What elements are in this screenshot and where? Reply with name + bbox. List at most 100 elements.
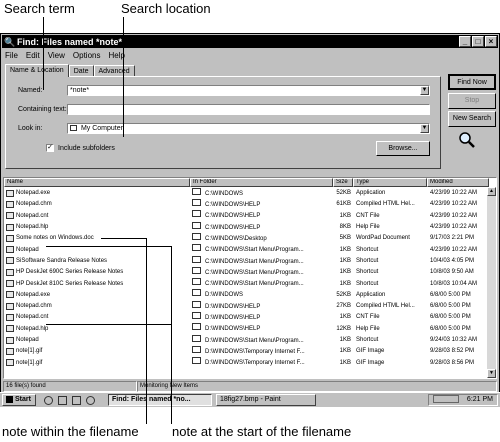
result-name: Notepad.chm (4, 199, 190, 209)
menu-edit[interactable]: Edit (25, 50, 40, 60)
folder-icon (192, 289, 201, 297)
minimize-button[interactable]: _ (459, 36, 471, 47)
result-size-text: 1KB (339, 337, 351, 344)
result-type-text: Compiled HTML Hel... (356, 303, 415, 310)
maximize-button[interactable]: □ (472, 36, 484, 47)
tray-icons[interactable] (432, 395, 459, 404)
title-bar[interactable]: 🔍 Find: Files named *note* _ □ × (2, 35, 498, 48)
result-type-text: Shortcut (356, 257, 379, 264)
column-header-modified[interactable]: Modified (427, 178, 489, 187)
folder-icon (192, 300, 201, 308)
result-type: Help File (353, 324, 427, 334)
result-modified: 9/28/03 8:52 PM (427, 346, 489, 356)
chevron-down-icon[interactable]: ▼ (420, 86, 429, 95)
computer-icon (70, 125, 77, 132)
channels-icon[interactable] (86, 396, 95, 405)
tab-date[interactable]: Date (68, 65, 94, 77)
file-icon (6, 291, 14, 299)
result-folder-text: C:\WINDOWS\HELP (205, 202, 261, 208)
result-folder-text: C:\WINDOWS\Start Menu\Program... (205, 281, 304, 288)
result-modified-text: 9/28/03 8:56 PM (430, 359, 475, 366)
tab-name-location[interactable]: Name & Location (5, 64, 69, 77)
result-modified: 9/17/03 2:21 PM (427, 233, 489, 243)
system-tray: 6:21 PM (428, 394, 498, 406)
named-field[interactable]: *note* ▼ (67, 85, 430, 96)
tab-advanced[interactable]: Advanced (93, 65, 135, 77)
result-name: Notepad.chm (4, 301, 190, 311)
result-folder-text: D:\WINDOWS\Start Menu\Program... (205, 337, 304, 344)
task-find[interactable]: Find: Files named *no... (108, 394, 212, 406)
task-paint[interactable]: 18fig27.bmp - Paint (216, 394, 316, 406)
menu-file[interactable]: File (5, 50, 18, 60)
result-modified: 6/8/00 5:00 PM (427, 324, 489, 334)
menu-options[interactable]: Options (72, 50, 101, 60)
desktop-icon[interactable] (72, 396, 81, 405)
result-name: Notepad.cnt (4, 312, 190, 322)
result-modified: 9/28/03 8:56 PM (427, 358, 489, 368)
result-name-text: HP DeskJet 690C Series Release Notes (16, 269, 124, 276)
column-header-folder[interactable]: In Folder (190, 178, 333, 187)
scroll-down-icon[interactable]: ▼ (487, 369, 496, 378)
new-search-button[interactable]: New Search (448, 111, 496, 127)
result-type-text: GIF Image (356, 348, 385, 355)
containing-text-label: Containing text: (18, 106, 67, 113)
result-size: 27KB (333, 301, 353, 311)
find-now-button[interactable]: Find Now (448, 74, 496, 90)
named-label: Named: (18, 87, 43, 94)
file-icon (6, 234, 14, 242)
table-row[interactable]: HP DeskJet 810C Series Release Notes C:\W… (4, 278, 496, 288)
ie-icon[interactable] (44, 396, 53, 405)
result-modified: 6/8/00 5:00 PM (427, 312, 489, 322)
column-header-size[interactable]: Size (333, 178, 353, 187)
result-folder-text: C:\WINDOWS\Desktop (205, 235, 267, 242)
outlook-icon[interactable] (58, 396, 67, 405)
result-type: GIF Image (353, 346, 427, 356)
folder-icon (192, 255, 201, 263)
start-button[interactable]: Start (2, 394, 36, 406)
vertical-scrollbar[interactable]: ▲ ▼ (487, 187, 496, 378)
file-icon (6, 200, 14, 208)
result-size-text: 1KB (339, 212, 351, 219)
include-subfolders-checkbox[interactable]: ✓ (46, 144, 54, 152)
results-list[interactable]: Name In Folder Size Type Modified Notepa… (3, 177, 497, 379)
name-location-panel: Named: *note* ▼ Containing text: Look in… (5, 76, 441, 169)
containing-text-field[interactable] (67, 104, 430, 115)
look-in-label: Look in: (18, 125, 43, 132)
status-count: 16 file(s) found (3, 381, 137, 392)
menu-view[interactable]: View (47, 50, 65, 60)
result-type-text: CNT File (356, 212, 380, 219)
chevron-down-icon[interactable]: ▼ (420, 124, 429, 133)
menu-help[interactable]: Help (108, 50, 125, 60)
result-name: HP DeskJet 810C Series Release Notes (4, 279, 190, 289)
look-in-field[interactable]: My Computer ▼ (67, 123, 430, 134)
close-button[interactable]: × (485, 36, 497, 47)
file-icon (6, 223, 14, 231)
result-folder: D:\WINDOWS\HELP (190, 323, 333, 334)
result-folder-text: C:\WINDOWS (205, 190, 243, 197)
column-header-name[interactable]: Name (4, 178, 190, 187)
result-type: Shortcut (353, 267, 427, 277)
leader-within-v (146, 238, 147, 424)
column-header-type[interactable]: Type (353, 178, 427, 187)
browse-button[interactable]: Browse... (376, 141, 430, 156)
clock[interactable]: 6:21 PM (466, 396, 493, 403)
stop-button[interactable]: Stop (448, 93, 496, 109)
result-size-text: 12KB (336, 325, 351, 332)
scroll-up-icon[interactable]: ▲ (487, 187, 496, 196)
result-modified: 4/23/99 10:22 AM (427, 188, 489, 198)
